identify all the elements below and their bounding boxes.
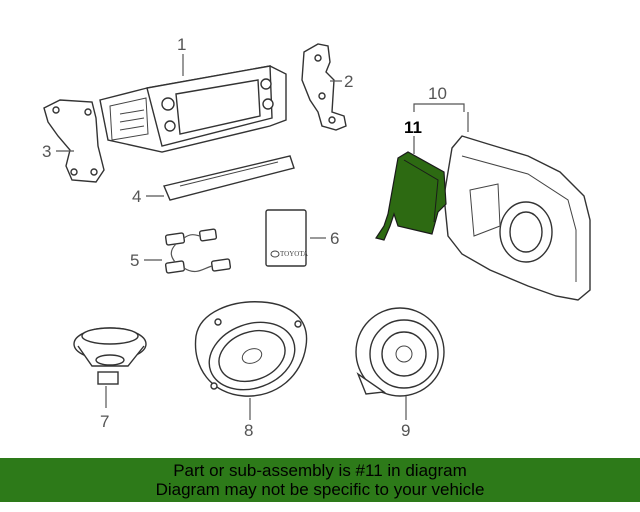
callout-7: 7 [100, 412, 109, 431]
banner-line-2: Diagram may not be specific to your vehi… [155, 480, 485, 499]
parts-diagram: TOYOTA [42, 35, 591, 440]
info-banner: Part or sub-assembly is #11 in diagram D… [0, 458, 640, 502]
callout-6: 6 [330, 229, 339, 248]
callout-1: 1 [177, 35, 186, 54]
part-5-wire-harness[interactable] [164, 228, 232, 274]
banner-line-1: Part or sub-assembly is #11 in diagram [173, 461, 467, 480]
part-1-radio-unit[interactable] [99, 65, 287, 153]
part-10-subwoofer-enclosure[interactable] [443, 135, 591, 301]
logo-text: TOYOTA [280, 250, 308, 258]
part-11-amplifier[interactable] [375, 151, 447, 241]
part-3-bracket-left[interactable] [43, 99, 105, 183]
callout-2: 2 [344, 72, 353, 91]
part-7-tweeter[interactable] [73, 327, 147, 385]
callout-9: 9 [401, 421, 410, 440]
part-9-round-speaker[interactable] [355, 307, 445, 397]
part-4-trim-strip[interactable] [163, 155, 295, 201]
part-2-bracket-right[interactable] [301, 43, 347, 131]
part-8-oval-speaker[interactable] [194, 301, 308, 401]
callout-5: 5 [130, 251, 139, 270]
callout-10: 10 [428, 84, 447, 103]
callout-3: 3 [42, 142, 51, 161]
callout-4: 4 [132, 187, 141, 206]
callout-11: 11 [404, 118, 422, 137]
callout-8: 8 [244, 421, 253, 440]
part-6-manual[interactable] [265, 209, 307, 267]
